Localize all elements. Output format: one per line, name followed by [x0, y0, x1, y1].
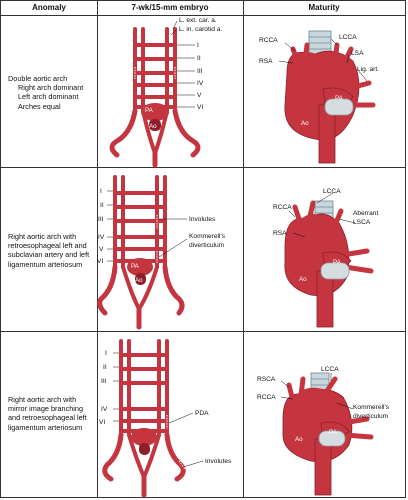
- label-involutes: Involutes: [205, 458, 232, 465]
- pulmonary-trunk: [141, 103, 169, 121]
- label-lcca: LCCA: [323, 188, 341, 195]
- label-ao: Ao: [149, 123, 157, 130]
- embryo-diagram-2: I II III IV V VI Involutes Kommerell's d…: [97, 175, 226, 330]
- label-kommerell: Kommerell's: [189, 233, 226, 240]
- header-maturity: Maturity: [243, 1, 405, 16]
- label-kommerell: diverticulum: [353, 413, 389, 420]
- descending-aorta: [314, 438, 332, 496]
- header-anomaly: Anomaly: [1, 1, 97, 16]
- arch-label: VI: [197, 104, 203, 111]
- label-pa: PA: [333, 259, 342, 266]
- label-pa: PA: [329, 429, 338, 436]
- arch-label: III: [98, 216, 104, 223]
- label-pa: PA: [131, 263, 140, 270]
- embryo-diagram-3: I II III IV VI PDA Involutes: [99, 339, 232, 498]
- label-involutes: Involutes: [189, 216, 216, 223]
- row-divider: [1, 167, 405, 168]
- label-lig-art: Lig. art.: [357, 66, 379, 73]
- anomaly-text: Right arch dominant: [18, 83, 84, 93]
- label-ao: Ao: [299, 276, 307, 283]
- embryo-diagram-1: L. ext. car. a. L. in. carotid a. I II I…: [109, 17, 222, 168]
- arch-label: II: [100, 202, 104, 209]
- arch-label: I: [197, 42, 199, 49]
- arch-label: IV: [197, 80, 204, 87]
- arch-label: VI: [99, 419, 105, 426]
- label-kommerell: diverticulum: [189, 242, 225, 249]
- label-lsca: LSCA: [353, 219, 371, 226]
- anomaly-text: and retroesophageal left: [8, 413, 87, 423]
- label-aberrant: Aberrant: [353, 210, 378, 217]
- arch-label: VI: [97, 258, 103, 265]
- row-divider: [1, 331, 405, 332]
- anomaly-row-1: Double aortic arch Right arch dominant L…: [8, 74, 96, 111]
- arch-label: II: [103, 364, 107, 371]
- anomaly-text: Right aortic arch with: [8, 232, 77, 241]
- anomaly-text: mirror image branching: [8, 404, 84, 414]
- label-rsa: RSA: [273, 230, 287, 237]
- label-ao: Ao: [135, 277, 143, 284]
- anomaly-row-3: Right aortic arch with mirror image bran…: [8, 395, 96, 432]
- anomaly-row-2: Right aortic arch with retroesophageal l…: [8, 232, 96, 269]
- arch-label: II: [197, 55, 201, 62]
- label-lcca: LCCA: [339, 34, 357, 41]
- anomaly-text: Double aortic arch: [8, 74, 68, 83]
- anomaly-text: Arches equal: [18, 101, 61, 111]
- label-rsca: RSCA: [257, 376, 276, 383]
- maturity-diagram-1: RCCA LCCA RSA LSA Lig. art. PA Ao: [259, 30, 379, 164]
- label-int-carotid: L. in. carotid a.: [179, 26, 222, 33]
- label-rcca: RCCA: [259, 37, 278, 44]
- arch-label: I: [105, 350, 107, 357]
- arch-label: III: [197, 68, 203, 75]
- arch-label: IV: [98, 234, 105, 241]
- label-ao: Ao: [295, 436, 303, 443]
- anomaly-text: Left arch dominant: [18, 92, 79, 102]
- label-rsa: RSA: [259, 58, 273, 65]
- label-rcca: RCCA: [257, 394, 276, 401]
- anomaly-text: Right aortic arch with: [8, 395, 77, 404]
- header-embryo: 7-wk/15-mm embryo: [97, 1, 243, 16]
- anomaly-text: ligamentum arteriosum: [8, 422, 83, 432]
- maturity-diagram-3: RSCA LCCA RCCA Kommerell's diverticulum …: [257, 366, 390, 496]
- column-divider: [97, 1, 98, 497]
- label-pa: PA: [335, 95, 344, 102]
- label-kommerell: Kommerell's: [353, 404, 390, 411]
- anomaly-text: subclavian artery and left: [8, 250, 90, 260]
- label-lcca: LCCA: [321, 366, 339, 373]
- label-ao: Ao: [301, 120, 309, 127]
- maturity-diagram-2: LCCA RCCA Aberrant LSCA RSA PA Ao: [273, 188, 378, 328]
- label-pda: PDA: [195, 410, 209, 417]
- arch-label: IV: [101, 406, 108, 413]
- arch-label: V: [99, 246, 104, 253]
- arch-label: V: [197, 92, 202, 99]
- label-rcca: RCCA: [273, 204, 292, 211]
- arch-label: III: [101, 378, 107, 385]
- column-divider: [243, 1, 244, 497]
- label-ext-carotid: L. ext. car. a.: [179, 17, 217, 24]
- arch-label: I: [100, 188, 102, 195]
- label-pa: PA: [145, 107, 154, 114]
- anomaly-text: retroesophageal left and: [8, 241, 87, 251]
- label-lsa: LSA: [351, 50, 364, 57]
- anomaly-text: ligamentum arteriosum: [8, 259, 83, 269]
